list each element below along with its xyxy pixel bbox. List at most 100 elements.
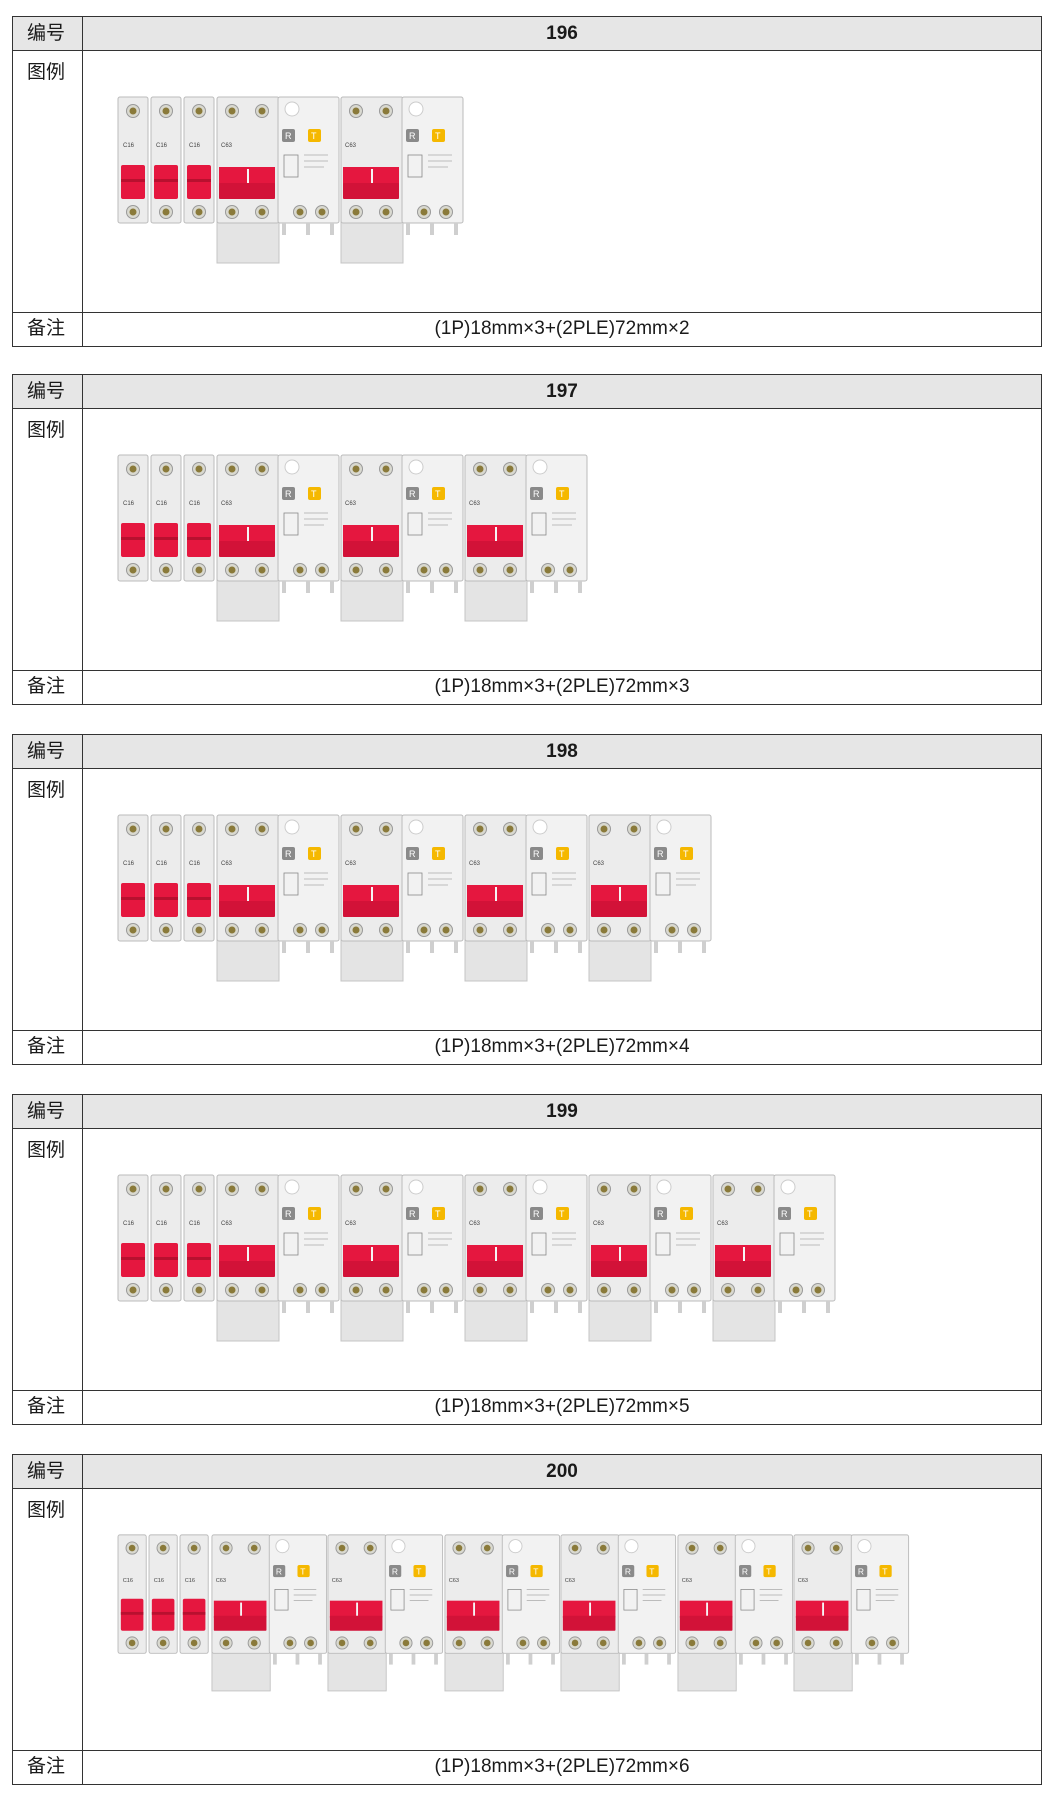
header-row: 编号 200 — [13, 1455, 1041, 1489]
svg-text:C16: C16 — [123, 861, 135, 867]
svg-text:C63: C63 — [345, 861, 357, 867]
svg-text:T: T — [683, 849, 689, 859]
svg-text:C63: C63 — [469, 861, 481, 867]
svg-text:C63: C63 — [221, 861, 233, 867]
svg-text:T: T — [311, 1209, 317, 1219]
svg-text:C16: C16 — [185, 1578, 195, 1584]
note-value: (1P)18mm×3+(2PLE)72mm×6 — [434, 1756, 690, 1777]
svg-text:T: T — [559, 1209, 565, 1219]
svg-text:C63: C63 — [565, 1578, 575, 1584]
svg-text:C63: C63 — [215, 1578, 225, 1584]
number-value: 197 — [546, 381, 578, 402]
mcb-1p-icon: C16 — [183, 454, 215, 582]
svg-text:T: T — [435, 849, 441, 859]
svg-text:R: R — [509, 1566, 515, 1576]
mcb-1p-icon: C16 — [183, 1174, 215, 1302]
svg-text:C16: C16 — [123, 1221, 135, 1227]
mcb-1p-icon: C16 — [117, 454, 149, 582]
figure-label: 图例 — [13, 51, 83, 312]
mcb-1p-icon: C16 — [150, 814, 182, 942]
header-row: 编号 197 — [13, 375, 1041, 409]
svg-text:T: T — [883, 1566, 888, 1576]
svg-text:T: T — [435, 131, 441, 141]
svg-text:R: R — [409, 849, 416, 859]
number-value: 198 — [546, 741, 578, 762]
svg-text:C63: C63 — [798, 1578, 808, 1584]
mcb-1p-icon: C16 — [117, 814, 149, 942]
mcb-1p-icon: C16 — [117, 1534, 147, 1654]
svg-text:C16: C16 — [156, 1221, 168, 1227]
svg-text:R: R — [781, 1209, 788, 1219]
number-label: 编号 — [13, 375, 83, 408]
svg-text:T: T — [311, 131, 317, 141]
svg-text:C16: C16 — [189, 1221, 201, 1227]
note-value: (1P)18mm×3+(2PLE)72mm×2 — [434, 318, 690, 339]
note-row: 备注 (1P)18mm×3+(2PLE)72mm×5 — [13, 1391, 1041, 1424]
rcbo-2ple-icon: C63 R T — [677, 1534, 793, 1692]
number-value: 196 — [546, 23, 578, 44]
svg-text:R: R — [742, 1566, 748, 1576]
svg-text:T: T — [435, 1209, 441, 1219]
svg-text:R: R — [285, 489, 292, 499]
svg-text:C63: C63 — [717, 1221, 729, 1227]
svg-text:C63: C63 — [593, 1221, 605, 1227]
svg-text:C16: C16 — [189, 143, 201, 149]
mcb-1p-icon: C16 — [179, 1534, 210, 1654]
svg-text:C63: C63 — [681, 1578, 691, 1584]
svg-text:C63: C63 — [345, 501, 357, 507]
mcb-1p-icon: C16 — [117, 1174, 149, 1302]
rcbo-2ple-icon: C63 R T — [216, 96, 340, 264]
svg-text:C63: C63 — [221, 1221, 233, 1227]
svg-text:C16: C16 — [123, 501, 135, 507]
svg-text:T: T — [766, 1566, 771, 1576]
note-value: (1P)18mm×3+(2PLE)72mm×4 — [434, 1036, 690, 1057]
svg-text:R: R — [533, 489, 540, 499]
header-row: 编号 198 — [13, 735, 1041, 769]
svg-text:T: T — [559, 489, 565, 499]
note-label: 备注 — [13, 1751, 83, 1784]
rcbo-2ple-icon: C63 R T — [340, 814, 464, 982]
header-row: 编号 196 — [13, 17, 1041, 51]
note-value: (1P)18mm×3+(2PLE)72mm×3 — [434, 676, 690, 697]
svg-text:R: R — [625, 1566, 631, 1576]
svg-text:C16: C16 — [189, 501, 201, 507]
mcb-1p-icon: C16 — [183, 814, 215, 942]
svg-text:R: R — [533, 1209, 540, 1219]
header-row: 编号 199 — [13, 1095, 1041, 1129]
svg-text:C63: C63 — [448, 1578, 458, 1584]
svg-text:R: R — [409, 1209, 416, 1219]
svg-text:R: R — [533, 849, 540, 859]
svg-text:R: R — [285, 1209, 292, 1219]
note-label: 备注 — [13, 671, 83, 704]
svg-text:T: T — [559, 849, 565, 859]
rcbo-2ple-icon: C63 R T — [216, 1174, 340, 1342]
svg-text:C16: C16 — [123, 143, 135, 149]
svg-text:R: R — [285, 131, 292, 141]
figure-label: 图例 — [13, 769, 83, 1030]
figure-label: 图例 — [13, 1489, 83, 1750]
svg-text:C63: C63 — [221, 143, 233, 149]
svg-text:T: T — [683, 1209, 689, 1219]
svg-text:C16: C16 — [123, 1578, 133, 1584]
svg-text:T: T — [311, 849, 317, 859]
figure-label: 图例 — [13, 1129, 83, 1390]
